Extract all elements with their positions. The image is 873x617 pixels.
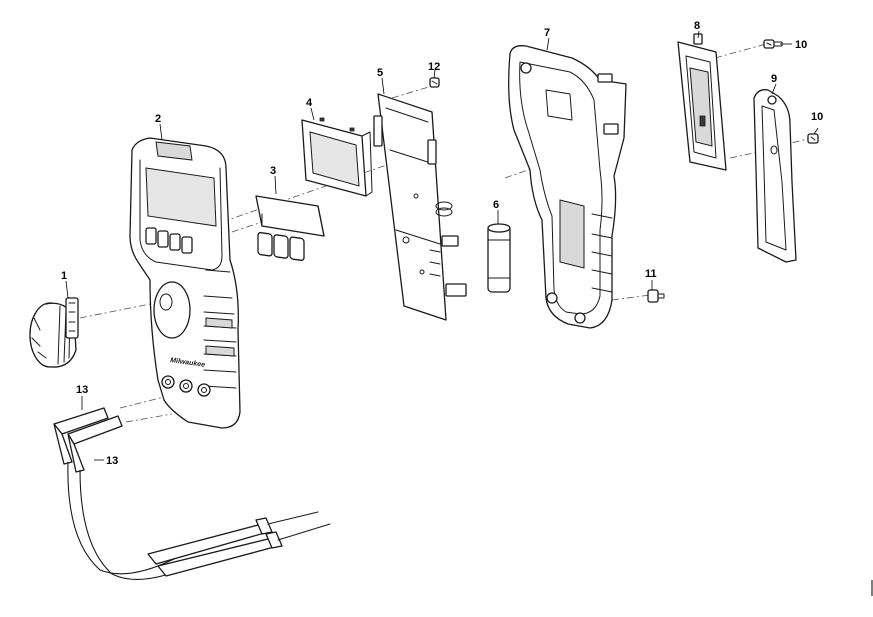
callout-12: 12 xyxy=(428,61,440,73)
part-2-front-housing: Milwaukee xyxy=(129,137,241,429)
callout-2: 2 xyxy=(155,113,161,125)
part-6-fuse xyxy=(487,223,511,293)
callout-9: 9 xyxy=(771,73,777,85)
part-7-rear-housing xyxy=(508,45,627,329)
callout-10-lower: 10 xyxy=(811,111,823,123)
brand-logo-text: Milwaukee xyxy=(170,357,206,369)
part-3-keypad xyxy=(255,195,325,261)
callout-5: 5 xyxy=(377,67,383,79)
callout-3: 3 xyxy=(270,165,276,177)
callout-13-upper: 13 xyxy=(76,384,88,396)
part-5-circuit-board xyxy=(373,93,467,321)
callout-1: 1 xyxy=(61,270,67,282)
part-8-battery-door xyxy=(677,33,727,171)
callout-10-top: 10 xyxy=(795,39,807,51)
part-10-screw-top xyxy=(763,39,783,49)
callout-8: 8 xyxy=(694,20,700,32)
callout-labels: 1 2 3 4 5 6 7 8 9 10 10 11 12 13 13 xyxy=(61,20,823,467)
callout-11: 11 xyxy=(645,268,657,280)
part-11-screw xyxy=(647,289,665,303)
part-12-screw xyxy=(429,77,440,88)
part-1-rotary-knob xyxy=(29,297,79,368)
part-9-kickstand xyxy=(753,89,797,263)
callout-4: 4 xyxy=(306,97,313,109)
callout-13-lower: 13 xyxy=(106,455,118,467)
callout-6: 6 xyxy=(493,199,499,211)
part-10-screw-lower xyxy=(807,133,819,144)
callout-7: 7 xyxy=(544,27,550,39)
part-4-lcd-display xyxy=(301,117,373,197)
part-13-test-leads xyxy=(53,407,331,580)
